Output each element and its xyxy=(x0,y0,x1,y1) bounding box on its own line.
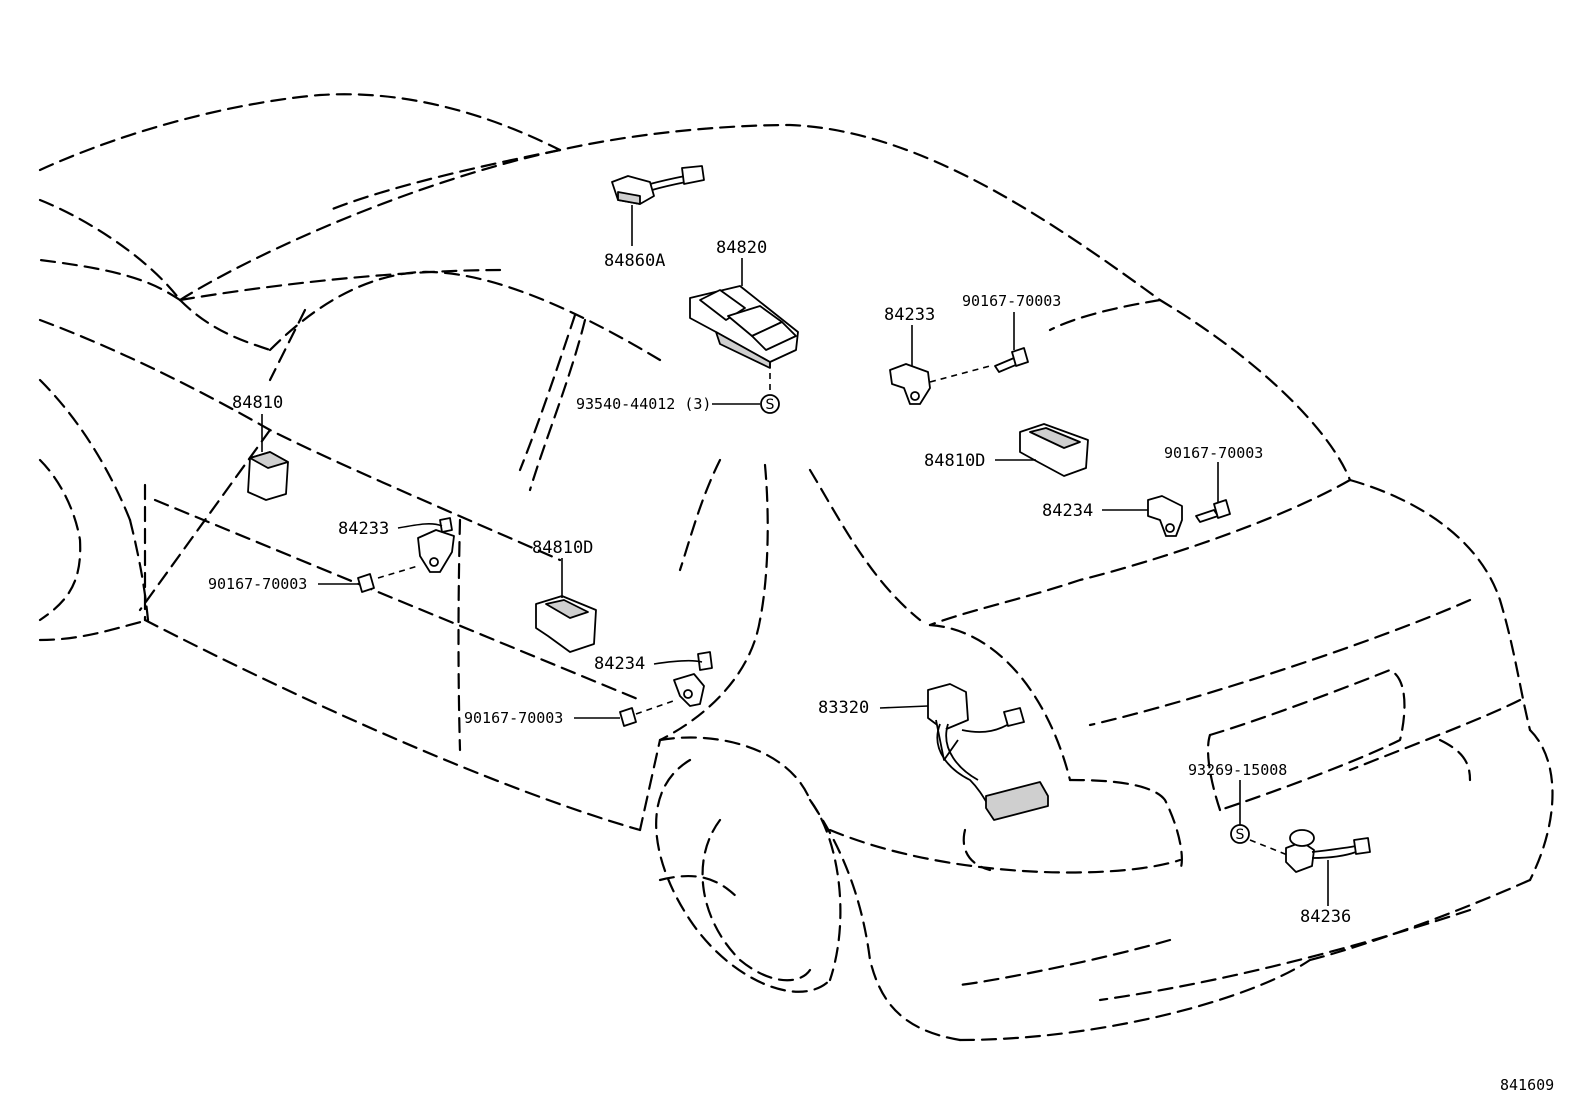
part-90167-top-bolt xyxy=(994,312,1029,373)
part-90167-right-bolt xyxy=(1195,462,1231,523)
part-84810d-right-switch xyxy=(995,423,1089,477)
s-marker-93540: S xyxy=(712,394,780,414)
label-84820: 84820 xyxy=(716,238,767,258)
label-90167-mid: 90167-70003 xyxy=(464,709,563,727)
label-93540-44012: 93540-44012 (3) xyxy=(576,395,711,413)
part-83320-sender-assembly xyxy=(879,683,1049,821)
part-84233-top-courtesy-switch xyxy=(889,325,991,405)
s-symbol: S xyxy=(766,397,775,413)
label-84233-left: 84233 xyxy=(338,519,389,539)
label-90167-top: 90167-70003 xyxy=(962,292,1061,310)
label-84236: 84236 xyxy=(1300,907,1351,927)
label-84234-mid: 84234 xyxy=(594,654,645,674)
label-84810d-right: 84810D xyxy=(924,451,985,471)
label-90167-right: 90167-70003 xyxy=(1164,444,1263,462)
part-84860a-switch xyxy=(611,165,705,246)
part-84810d-mid-switch xyxy=(535,558,597,653)
label-84234-right: 84234 xyxy=(1042,501,1093,521)
label-84233-top: 84233 xyxy=(884,305,935,325)
part-84236-switch xyxy=(1285,829,1371,906)
label-83320: 83320 xyxy=(818,698,869,718)
car-outline xyxy=(38,93,1554,1042)
part-84233-left-courtesy-switch xyxy=(377,517,455,579)
part-90167-mid-bolt xyxy=(574,707,637,727)
part-84234-right-courtesy-switch xyxy=(1102,495,1183,537)
s-marker-93269: S xyxy=(1230,780,1291,857)
diagram-code: 841609 xyxy=(1500,1076,1554,1094)
label-84810d-mid: 84810D xyxy=(532,538,593,558)
part-84820-master-switch xyxy=(689,258,799,392)
label-84860a: 84860A xyxy=(604,251,665,271)
label-93269-15008: 93269-15008 xyxy=(1188,761,1287,779)
part-labels: 84860A 84820 93540-44012 (3) 84233 90167… xyxy=(208,238,1554,1094)
label-90167-left: 90167-70003 xyxy=(208,575,307,593)
part-84234-mid-courtesy-switch xyxy=(635,651,713,715)
part-90167-left-bolt xyxy=(318,573,375,593)
s-symbol-2: S xyxy=(1236,827,1245,843)
label-84810: 84810 xyxy=(232,393,283,413)
part-84810-switch xyxy=(247,414,289,501)
